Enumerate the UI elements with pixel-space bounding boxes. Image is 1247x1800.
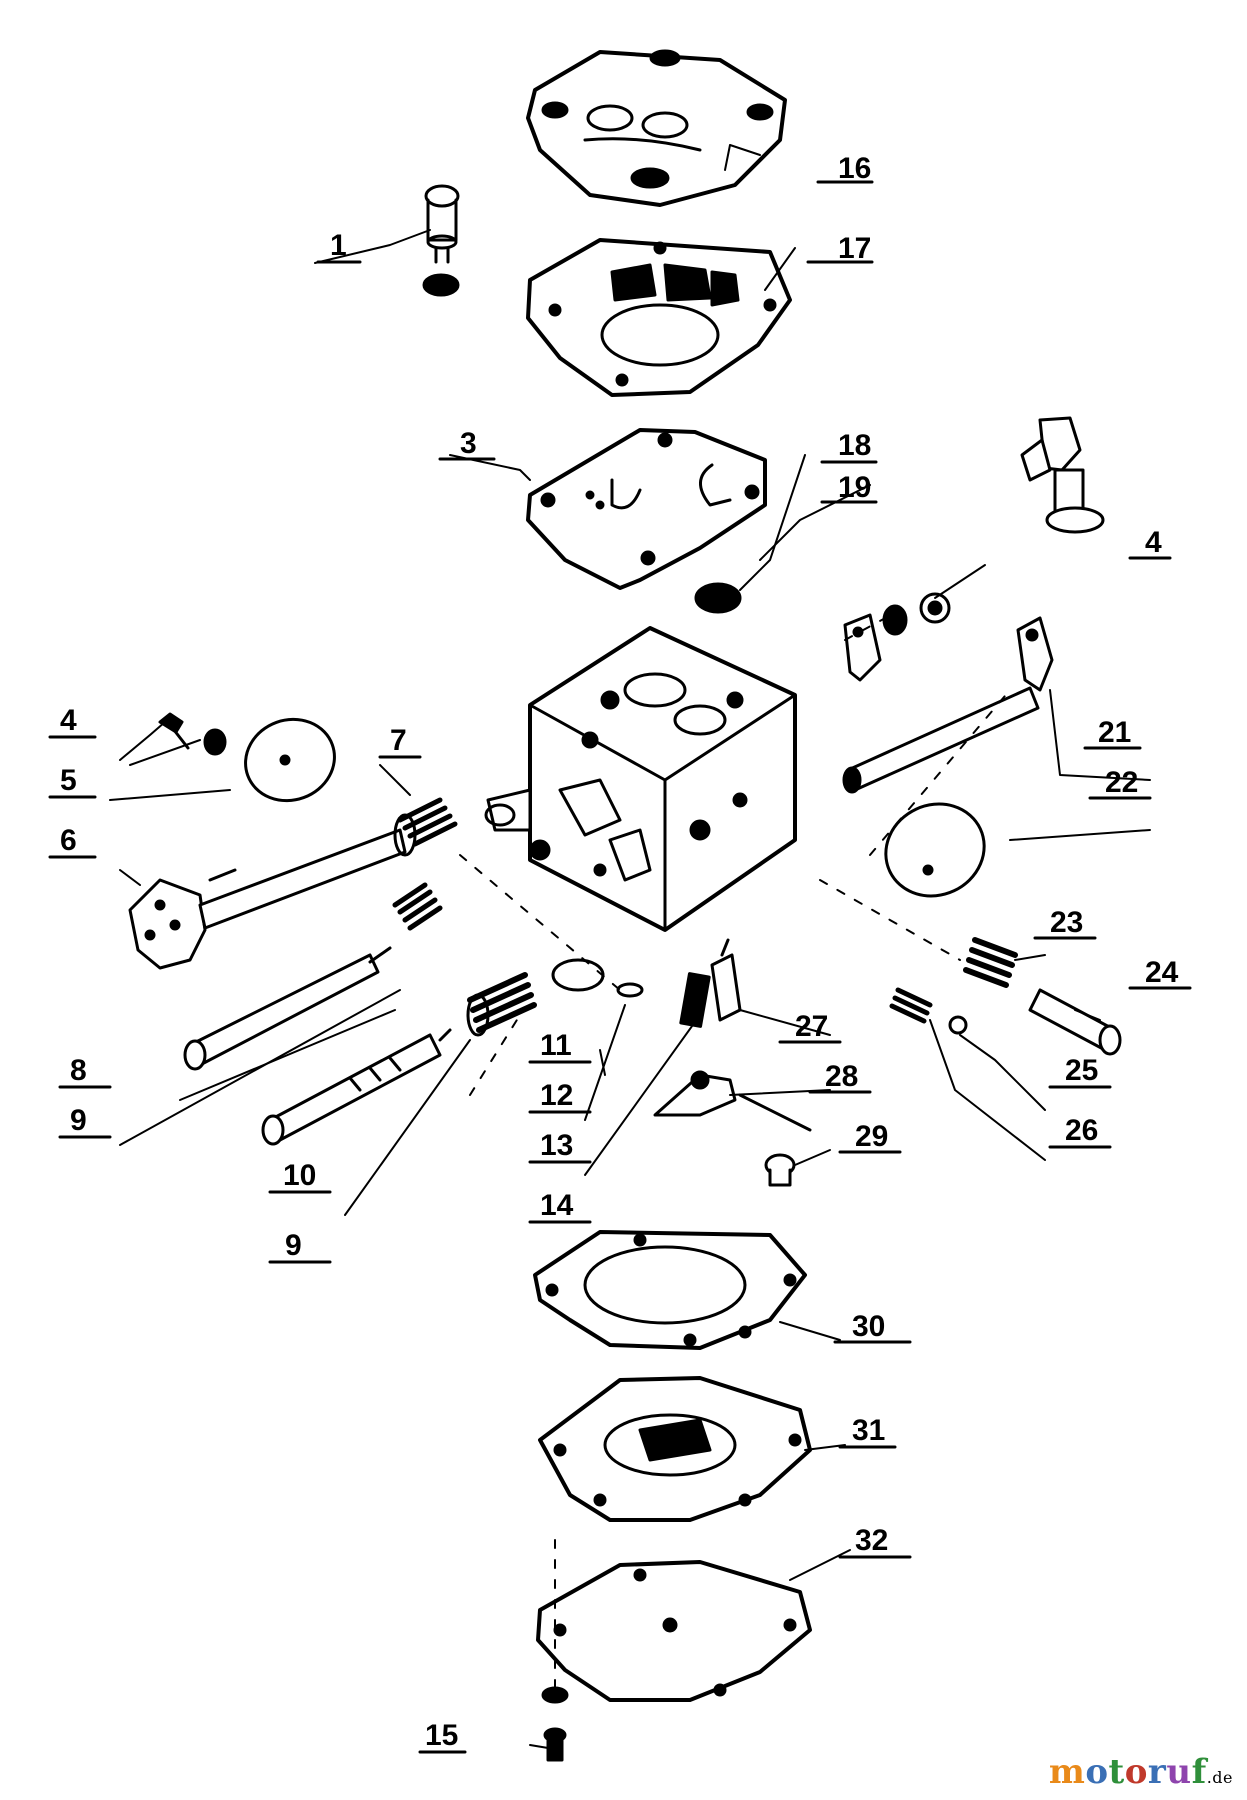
callout-29: 29	[855, 1120, 888, 1153]
callout-19: 19	[838, 471, 871, 504]
callout-27: 27	[795, 1010, 828, 1043]
callout-9-lower: 9	[285, 1229, 302, 1262]
callout-5: 5	[60, 764, 77, 797]
part-12-small-disc	[616, 982, 644, 998]
callout-16: 16	[838, 152, 871, 185]
callout-15: 15	[425, 1719, 458, 1752]
part-19-lever	[843, 613, 882, 682]
part-31-pump-diaphragm	[538, 1376, 812, 1522]
part-25-spring	[889, 987, 933, 1024]
part-1-screw	[422, 184, 460, 297]
callout-11: 11	[540, 1029, 572, 1062]
callout-22: 22	[1105, 766, 1138, 799]
part-27-inlet-needle	[710, 938, 742, 1022]
part-9-spring-lower	[466, 972, 537, 1037]
part-3-metering-diaphragm	[526, 428, 767, 590]
callout-14: 14	[540, 1189, 574, 1222]
part-16-pump-cover	[526, 49, 787, 207]
watermark-letter: o	[1085, 1752, 1109, 1792]
callout-25: 25	[1065, 1054, 1098, 1087]
callout-4-right: 4	[1145, 526, 1162, 559]
part-18-cap	[694, 582, 742, 614]
part-10-needle	[261, 1028, 452, 1146]
watermark-letter: m	[1048, 1752, 1086, 1792]
part-15-screw	[541, 1686, 569, 1762]
callout-1: 1	[330, 229, 347, 262]
callout-9-upper: 9	[70, 1104, 87, 1137]
carburetor-body	[484, 626, 797, 932]
callout-31: 31	[852, 1414, 885, 1447]
part-22-throttle-plate	[884, 802, 986, 898]
part-7-spring	[393, 797, 458, 857]
part-13-pin	[679, 972, 711, 1028]
watermark-letter: u	[1166, 1752, 1192, 1792]
callout-28: 28	[825, 1060, 858, 1093]
callout-32: 32	[855, 1524, 888, 1557]
callout-4-left: 4	[60, 704, 77, 737]
watermark-domain-suffix: .de	[1206, 1768, 1233, 1787]
watermark-letter: f	[1191, 1752, 1207, 1792]
part-24-adjusting-screw	[1028, 988, 1122, 1056]
part-17-gasket	[526, 238, 792, 397]
part-8-needle	[183, 946, 392, 1071]
motoruf-watermark-logo: motoruf.de	[1049, 1752, 1233, 1792]
part-5-choke-plate	[244, 717, 336, 803]
watermark-letter: o	[1124, 1752, 1148, 1792]
callout-23: 23	[1050, 906, 1083, 939]
callout-24: 24	[1145, 956, 1179, 989]
callout-18: 18	[838, 429, 871, 462]
callout-7: 7	[390, 724, 407, 757]
part-28-control-lever	[653, 1070, 812, 1132]
part-4-screw-washer-right	[882, 592, 951, 636]
callout-30: 30	[852, 1310, 885, 1343]
part-30-gasket	[533, 1230, 807, 1350]
part-11-disc	[551, 958, 605, 992]
callout-8: 8	[70, 1054, 87, 1087]
part-fuel-inlet-fitting	[1020, 416, 1105, 534]
part-32-cover-plate	[536, 1560, 812, 1702]
callout-labels: 16 1 17 3 18 19 4 4 5 7 6 21 22 23 24 8 …	[60, 152, 1179, 1752]
callout-12: 12	[540, 1079, 573, 1112]
watermark-letter: r	[1147, 1752, 1167, 1792]
callout-26: 26	[1065, 1114, 1098, 1147]
callout-21: 21	[1098, 716, 1131, 749]
part-9-spring-upper	[392, 882, 443, 931]
part-4-screw-left	[158, 712, 227, 756]
part-23-spring	[963, 937, 1018, 988]
label-underlines	[48, 180, 1192, 1754]
part-29-screw	[764, 1153, 796, 1187]
watermark-letter: t	[1108, 1752, 1125, 1792]
part-6-choke-shaft	[128, 828, 407, 970]
callout-17: 17	[838, 232, 871, 265]
callout-3: 3	[460, 427, 477, 460]
part-26-ring	[948, 1015, 968, 1035]
callout-6: 6	[60, 824, 77, 857]
callout-10: 10	[283, 1159, 316, 1192]
callout-13: 13	[540, 1129, 573, 1162]
